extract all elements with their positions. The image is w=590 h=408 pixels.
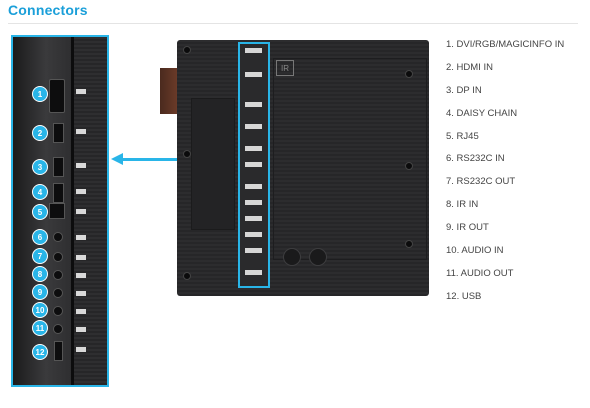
- strip-label-tag: [245, 216, 262, 221]
- monitor-rear-panel: [191, 98, 235, 230]
- rs232c-out-port: [53, 252, 63, 262]
- strip-label-tag: [245, 232, 262, 237]
- monitor-rear-view: [177, 40, 429, 296]
- legend-item: 4. DAISY CHAIN: [446, 107, 518, 119]
- port-label-tag: [76, 255, 86, 260]
- connector-badge: 9: [33, 285, 47, 299]
- connector-badge: 1: [33, 87, 47, 101]
- daisy-chain-port: [53, 183, 64, 203]
- dp-port: [53, 157, 64, 177]
- usb-port: [54, 341, 63, 361]
- connector-badge: 8: [33, 267, 47, 281]
- ir-out-port: [53, 288, 63, 298]
- connector-zoom-panel: 1 2 3 4 5 6 7 8 9 10 11 12: [11, 35, 109, 387]
- connector-badge: 11: [33, 321, 47, 335]
- strip-label-tag: [245, 248, 262, 253]
- connector-badge: 6: [33, 230, 47, 244]
- legend-item: 11. AUDIO OUT: [446, 267, 514, 279]
- screw-icon: [405, 162, 413, 170]
- pointer-arrow-head: [111, 153, 123, 165]
- port-label-tag: [76, 273, 86, 278]
- rs232c-in-port: [53, 232, 63, 242]
- connector-badge: 2: [33, 126, 47, 140]
- hdmi-port: [53, 123, 64, 143]
- port-label-tag: [76, 189, 86, 194]
- screw-icon: [183, 46, 191, 54]
- port-label-tag: [76, 89, 86, 94]
- port-label-tag: [76, 235, 86, 240]
- port-label-tag: [76, 291, 86, 296]
- port-label-tag: [76, 209, 86, 214]
- dvi-port: [49, 79, 65, 113]
- screw-icon: [405, 70, 413, 78]
- legend-item: 12. USB: [446, 290, 482, 302]
- connector-badge: 4: [33, 185, 47, 199]
- strip-label-tag: [245, 146, 262, 151]
- legend-item: 7. RS232C OUT: [446, 176, 516, 188]
- rj45-port: [49, 203, 65, 219]
- legend-item: 8. IR IN: [446, 199, 479, 211]
- connector-badge: 5: [33, 205, 47, 219]
- strip-label-tag: [245, 124, 262, 129]
- port-label-tag: [76, 347, 86, 352]
- screw-icon: [183, 150, 191, 158]
- screw-icon: [183, 272, 191, 280]
- legend-item: 6. RS232C IN: [446, 153, 505, 165]
- strip-label-tag: [245, 200, 262, 205]
- strip-label-tag: [245, 270, 262, 275]
- connector-badge: 10: [33, 303, 47, 317]
- strip-label-tag: [245, 162, 262, 167]
- monitor-rear-panel: [273, 58, 427, 260]
- panel-bevel: [71, 37, 74, 385]
- connector-badge: 3: [33, 160, 47, 174]
- knob-icon: [309, 248, 327, 266]
- strip-label-tag: [245, 72, 262, 77]
- strip-label-tag: [245, 48, 262, 53]
- title-divider: [8, 23, 578, 24]
- port-label-tag: [76, 327, 86, 332]
- connector-strip-highlight: [238, 42, 270, 288]
- legend-item: 1. DVI/RGB/MAGICINFO IN: [446, 39, 565, 50]
- legend-item: 10. AUDIO IN: [446, 245, 504, 257]
- strip-label-tag: [245, 102, 262, 107]
- port-label-tag: [76, 129, 86, 134]
- legend-item: 3. DP IN: [446, 84, 482, 96]
- port-label-tag: [76, 163, 86, 168]
- screw-icon: [405, 240, 413, 248]
- ir-sensor-icon: IR: [276, 60, 294, 76]
- ir-in-port: [53, 270, 63, 280]
- strip-label-tag: [245, 184, 262, 189]
- connector-legend-list: 1. DVI/RGB/MAGICINFO IN 2. HDMI IN 3. DP…: [446, 38, 564, 313]
- connector-badge: 12: [33, 345, 47, 359]
- section-title: Connectors: [8, 2, 88, 18]
- port-label-tag: [76, 309, 86, 314]
- audio-in-port: [53, 306, 63, 316]
- monitor-stand-bracket: [160, 68, 177, 114]
- legend-item: 2. HDMI IN: [446, 61, 493, 73]
- legend-item: 9. IR OUT: [446, 222, 489, 234]
- knob-icon: [283, 248, 301, 266]
- connector-badge: 7: [33, 249, 47, 263]
- audio-out-port: [53, 324, 63, 334]
- legend-item: 5. RJ45: [446, 130, 479, 142]
